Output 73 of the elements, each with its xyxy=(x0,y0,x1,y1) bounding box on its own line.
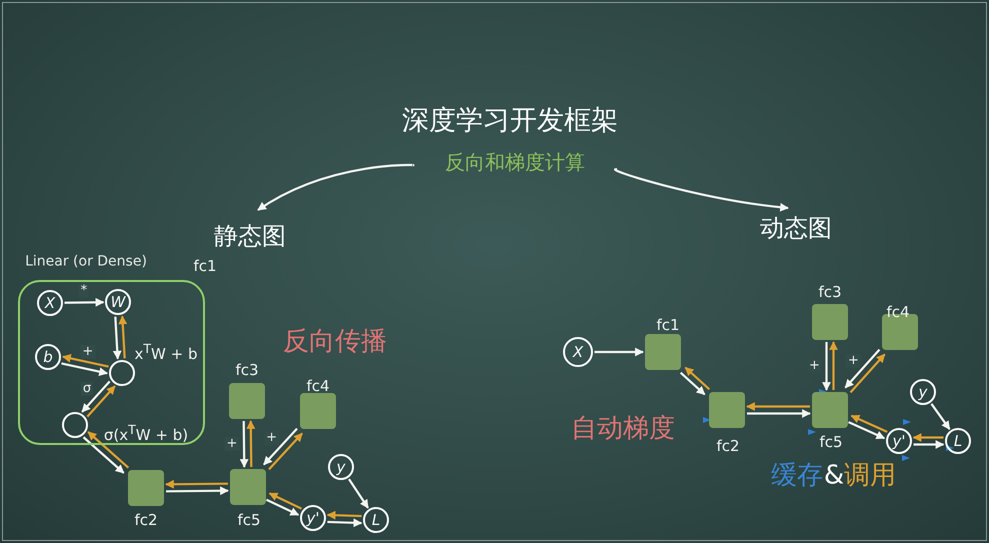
arrow xyxy=(848,421,886,440)
annotation: 反向传播 xyxy=(283,328,387,356)
layer-label: σ(x$^{T}$W + b) xyxy=(104,422,188,444)
layer-label: fc1 xyxy=(193,258,217,274)
variable-circle: L xyxy=(363,507,389,533)
variable-circle: y' xyxy=(886,428,912,454)
edge-label: + xyxy=(224,437,240,452)
layer-label: fc3 xyxy=(818,284,842,300)
variable-circle: X xyxy=(37,290,63,316)
layer-label: fc2 xyxy=(134,512,158,528)
layer-label: fc1 xyxy=(656,316,680,334)
arrow xyxy=(240,421,249,468)
arrow xyxy=(118,315,128,358)
layer-label: fc5 xyxy=(819,434,843,450)
layer-label: x$^{T}$W + b xyxy=(134,342,198,362)
variable-circle: W xyxy=(105,289,131,315)
arrow xyxy=(912,433,944,442)
variable-circle: y xyxy=(910,379,936,405)
arrow xyxy=(246,420,256,467)
arrow xyxy=(844,348,880,388)
arrow xyxy=(684,366,710,390)
layer-label: fc3 xyxy=(235,362,259,378)
arrow xyxy=(266,498,300,516)
variable-circle: y xyxy=(328,454,354,480)
arrow xyxy=(822,342,831,391)
group-heading: Linear (or Dense) xyxy=(25,254,147,270)
arrow xyxy=(268,432,303,470)
arrow xyxy=(82,436,124,474)
arrow xyxy=(257,164,414,211)
annotation: 自动梯度 xyxy=(571,414,675,444)
arrow xyxy=(746,402,810,411)
arrow xyxy=(87,431,130,468)
arrow xyxy=(594,348,644,356)
arrow xyxy=(850,414,888,433)
layer-label: fc4 xyxy=(306,378,330,394)
edge-label: σ xyxy=(80,381,94,396)
layer-label: fc2 xyxy=(716,438,740,454)
graph-type-label: 静态图 xyxy=(205,219,295,253)
arrow xyxy=(166,486,229,496)
arrow xyxy=(914,440,944,449)
arrow xyxy=(326,510,362,520)
arrow xyxy=(81,380,110,413)
arrow xyxy=(61,362,108,376)
arrow xyxy=(850,354,886,394)
edge-label: + xyxy=(846,354,861,368)
arrow xyxy=(263,428,298,466)
arrow xyxy=(747,409,811,418)
layer-label: fc4 xyxy=(886,304,910,320)
variable-circle: y' xyxy=(300,505,326,531)
edge-label: + xyxy=(264,431,280,446)
arrow xyxy=(930,403,950,430)
layer-label: fc5 xyxy=(237,512,261,528)
annotation: 缓存 xyxy=(771,462,823,490)
edge-label: * xyxy=(78,283,90,298)
arrow xyxy=(829,341,838,390)
arrow xyxy=(327,518,362,528)
annotation: 调用 xyxy=(844,462,896,490)
variable-circle: X xyxy=(563,337,593,367)
graph-type-label: 动态图 xyxy=(751,211,841,245)
variable-circle: L xyxy=(945,428,971,454)
arrow xyxy=(64,298,104,307)
arrow xyxy=(62,354,109,368)
arrow xyxy=(165,480,228,489)
edge-label: + xyxy=(80,344,96,360)
arrow xyxy=(268,492,302,510)
subtitle: 反向和梯度计算 xyxy=(415,147,615,177)
arrow xyxy=(86,385,116,418)
annotation: & xyxy=(824,462,844,490)
title: 深度学习开发框架 xyxy=(402,106,618,136)
arrow xyxy=(348,478,369,509)
arrow xyxy=(680,372,706,396)
variable-circle: b xyxy=(35,344,61,370)
arrow xyxy=(112,316,122,360)
